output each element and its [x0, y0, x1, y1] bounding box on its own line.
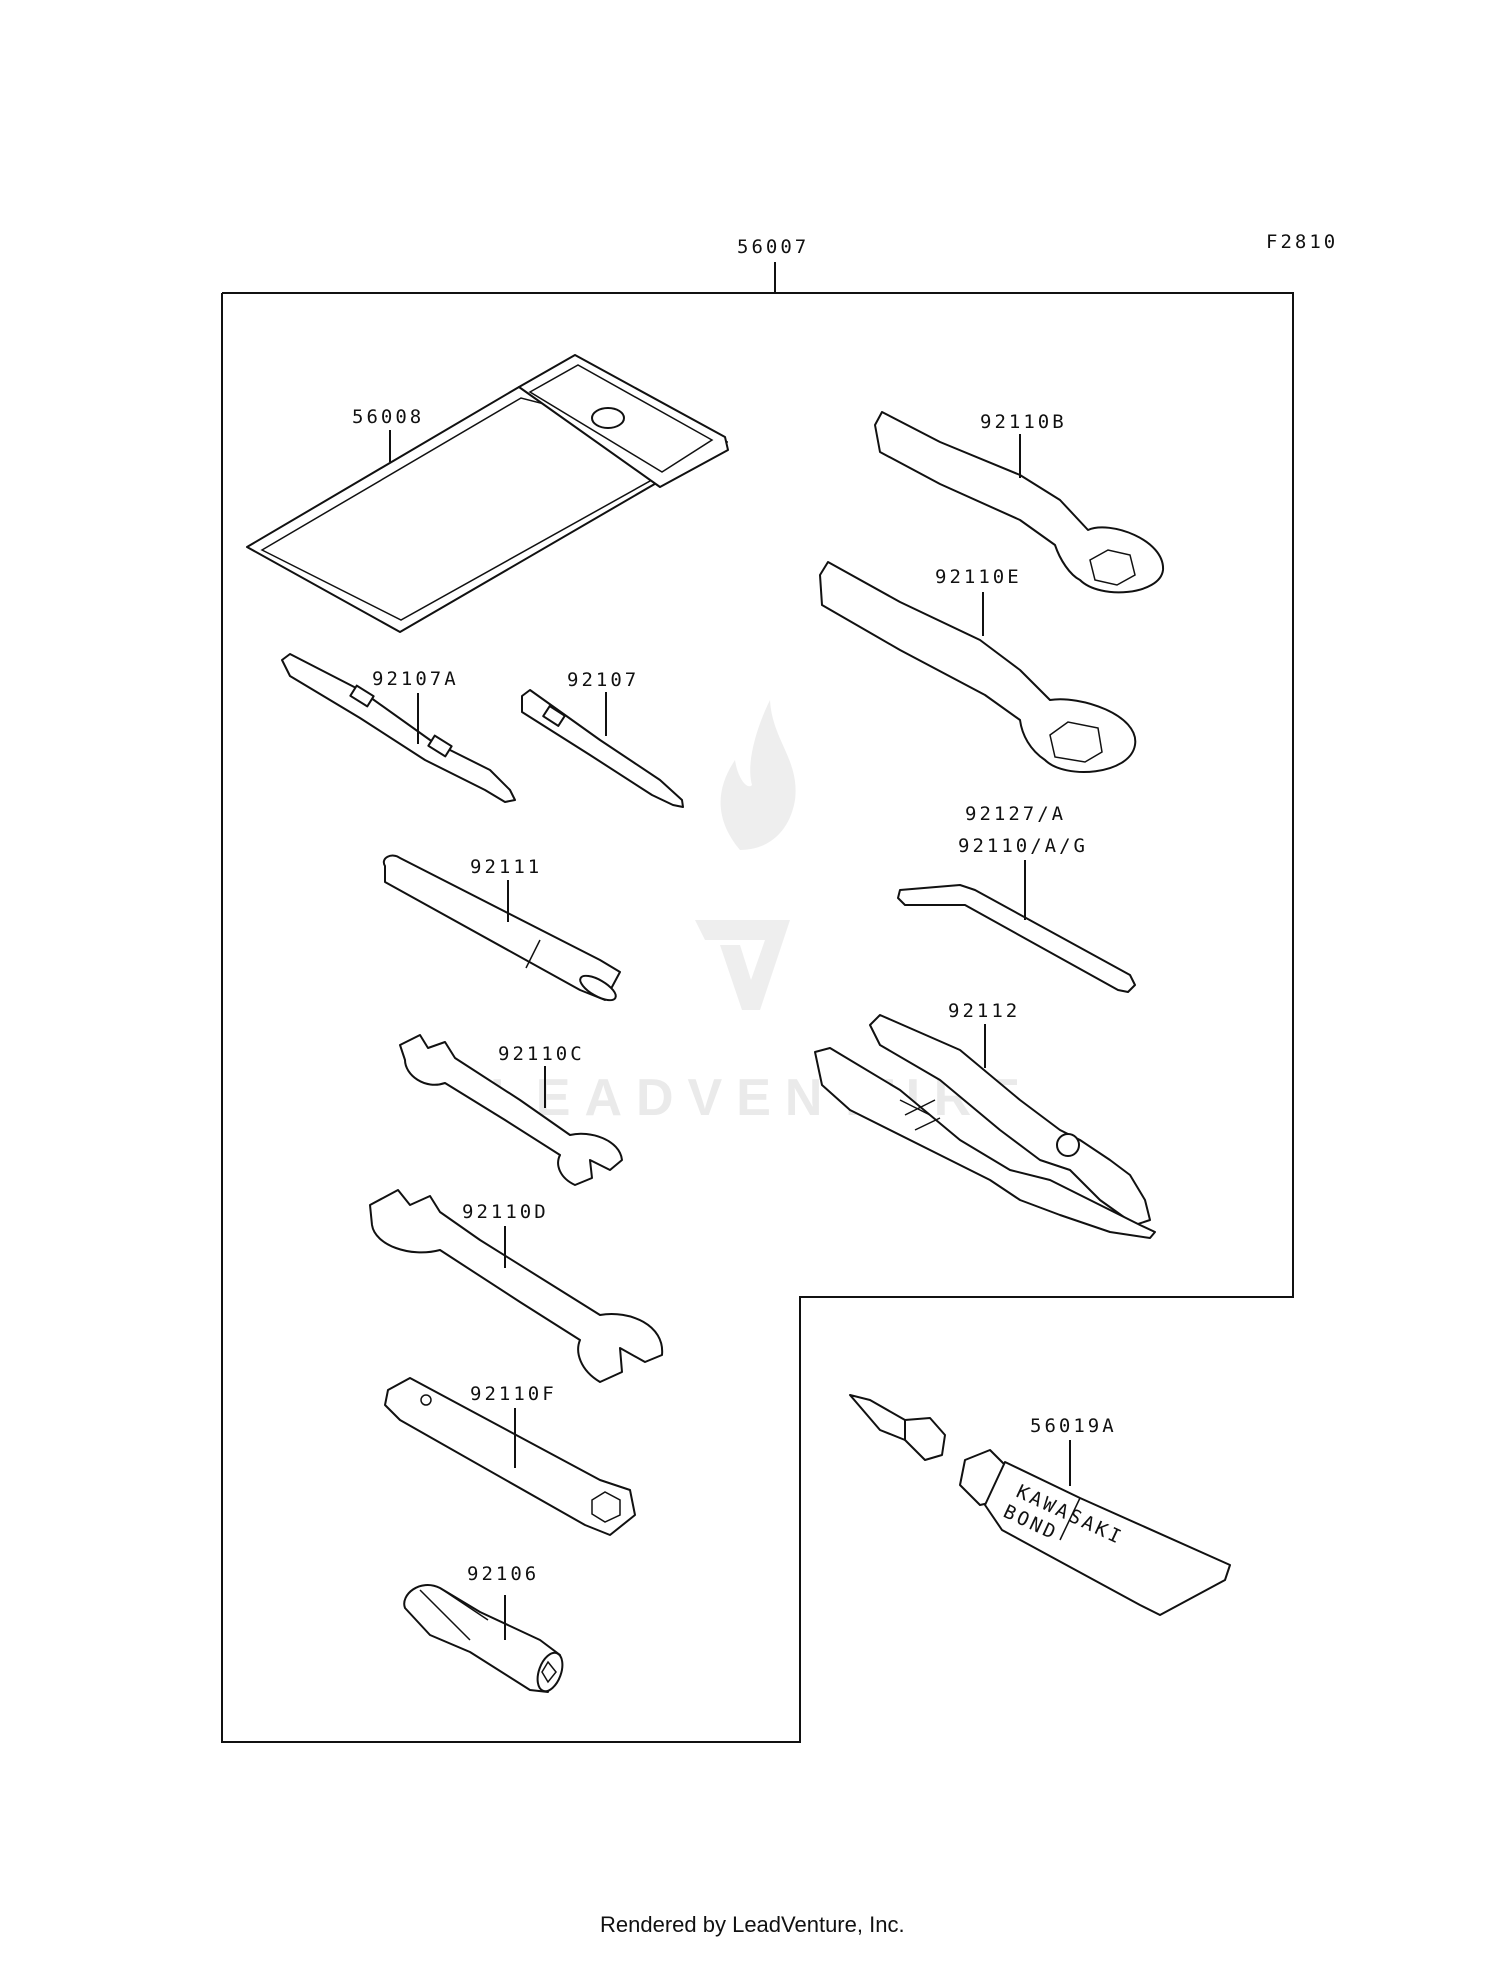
open-wrench-c-part	[399, 1034, 623, 1186]
screwdriver-part	[521, 689, 684, 808]
tool-bag-part	[246, 354, 729, 633]
bond-tube-part: KAWASAKI BOND	[849, 1394, 1231, 1616]
tool-bag-label: 56008	[352, 406, 424, 428]
open-wrench-d-label: 92110D	[462, 1201, 549, 1223]
box-wrench-f-part	[384, 1377, 636, 1536]
assembly-bracket	[221, 262, 1294, 1743]
open-wrench-c-label: 92110C	[498, 1043, 585, 1065]
socket-grip-label: 92106	[467, 1563, 539, 1585]
assembly-label: 56007	[737, 236, 809, 258]
open-wrench-d-part	[369, 1189, 664, 1383]
pliers-label: 92112	[948, 1000, 1020, 1022]
hex-key-label-2: 92110/A/G	[958, 835, 1088, 857]
screwdriver-a-label: 92107A	[372, 668, 459, 690]
hex-key-label-1: 92127/A	[965, 803, 1066, 825]
ring-wrench-b-label: 92110B	[980, 411, 1067, 433]
screwdriver-label: 92107	[567, 669, 639, 691]
pliers-part	[814, 1014, 1156, 1239]
handle-bar-part	[382, 854, 621, 1002]
footer-credit: Rendered by LeadVenture, Inc.	[600, 1912, 905, 1937]
screwdriver-a-part	[281, 653, 516, 803]
ring-wrench-e-part	[819, 561, 1137, 773]
ring-wrench-b-part	[874, 411, 1165, 594]
hex-key-part	[897, 860, 1136, 993]
socket-grip-part	[403, 1584, 564, 1693]
bond-tube-label: 56019A	[1030, 1415, 1117, 1437]
box-wrench-f-label: 92110F	[470, 1383, 557, 1405]
handle-bar-label: 92111	[470, 856, 542, 878]
figure-code: F2810	[1266, 231, 1338, 253]
ring-wrench-e-label: 92110E	[935, 566, 1022, 588]
